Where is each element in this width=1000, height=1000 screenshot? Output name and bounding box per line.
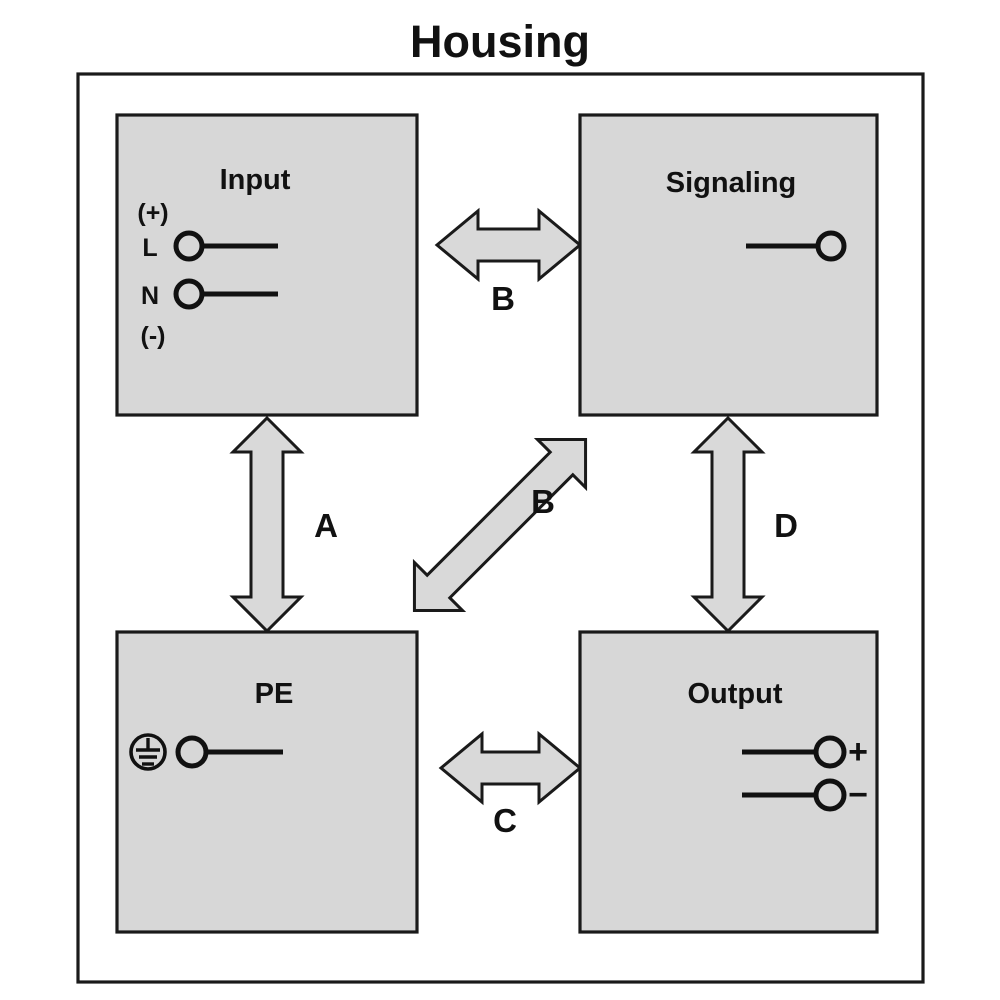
terminal-label-minus-paren: (-) bbox=[141, 322, 166, 350]
terminal-dot-signaling bbox=[815, 230, 847, 262]
arrow-d-label: D bbox=[774, 507, 798, 544]
terminal-label-line: L bbox=[142, 234, 157, 262]
arrow-b-diagonal-shape bbox=[412, 437, 588, 613]
arrow-c-label: C bbox=[493, 802, 517, 839]
page-title: Housing bbox=[410, 16, 590, 67]
block-signaling[interactable]: Signaling bbox=[578, 113, 879, 417]
arrow-b-input-signaling: B bbox=[434, 207, 583, 317]
terminal-label-neutral: N bbox=[141, 282, 159, 310]
arrow-a-shape bbox=[229, 415, 305, 634]
arrow-b-input-output bbox=[412, 437, 588, 613]
block-input-body bbox=[115, 113, 419, 417]
block-output[interactable]: Output + − bbox=[578, 630, 879, 934]
block-output-title: Output bbox=[687, 678, 782, 710]
arrow-d-shape bbox=[690, 415, 766, 634]
terminal-dot-positive bbox=[813, 735, 847, 769]
arrow-d-signaling-output: D bbox=[690, 415, 798, 634]
block-input[interactable]: Input (+) L N (-) bbox=[115, 113, 419, 417]
protective-earth-ring bbox=[129, 733, 167, 771]
block-input-title: Input bbox=[220, 164, 291, 196]
terminal-label-plus-paren: (+) bbox=[137, 199, 168, 227]
protective-earth-icon bbox=[129, 733, 167, 771]
terminal-dot-negative bbox=[813, 778, 847, 812]
block-signaling-body bbox=[578, 113, 879, 417]
block-pe-title: PE bbox=[255, 678, 294, 710]
block-pe-body bbox=[115, 630, 419, 934]
terminal-label-negative: − bbox=[848, 776, 868, 814]
arrow-b-label: B bbox=[491, 280, 515, 317]
arrow-c-pe-output: C bbox=[438, 730, 583, 839]
terminal-label-positive: + bbox=[848, 733, 868, 771]
block-pe[interactable]: PE bbox=[115, 630, 419, 934]
arrow-a-input-pe: A bbox=[229, 415, 338, 634]
arrow-a-label: A bbox=[314, 507, 338, 544]
housing-boundary bbox=[76, 72, 925, 984]
arrow-b-diagonal-label: B bbox=[531, 483, 555, 520]
block-signaling-title: Signaling bbox=[666, 167, 797, 199]
arrow-c-shape bbox=[438, 730, 583, 806]
arrow-b-shape bbox=[434, 207, 583, 283]
